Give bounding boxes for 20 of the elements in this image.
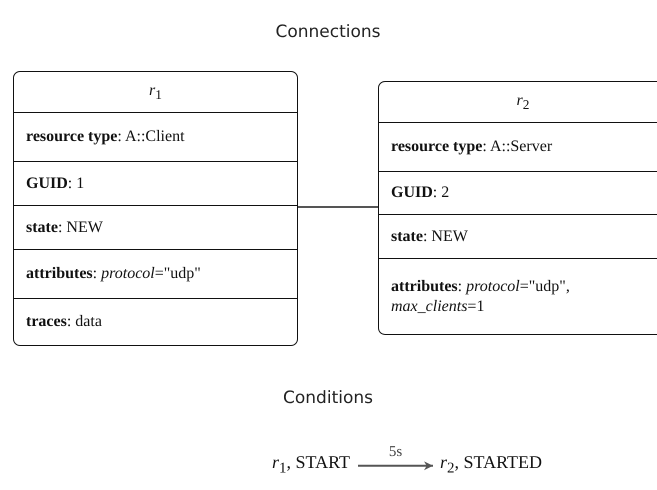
property-text: state: NEW <box>391 226 468 246</box>
property-text: traces: data <box>26 312 102 332</box>
resource-card <box>378 81 657 335</box>
property-text: resource type: A::Server <box>391 137 552 157</box>
property-text: state: NEW <box>26 218 103 238</box>
card-title: r$_{2}$ <box>516 90 530 114</box>
condition-text: r$_{1}$, START <box>272 452 350 478</box>
connector-line <box>298 206 378 208</box>
arrow <box>358 461 433 470</box>
property-text: attributes: protocol="udp" <box>26 264 201 284</box>
card-title: r$_{1}$ <box>149 80 162 104</box>
property-text: attributes: protocol="udp", max_clients=1 <box>391 277 571 316</box>
resource-card <box>13 71 298 346</box>
property-text: GUID: 1 <box>26 174 84 194</box>
property-text: resource type: A::Client <box>26 127 185 147</box>
condition-text: r$_{2}$, STARTED <box>440 452 542 478</box>
property-text: GUID: 2 <box>391 183 450 203</box>
section-heading: Conditions <box>283 388 373 408</box>
section-heading: Connections <box>275 22 381 42</box>
edge-label: 5s <box>388 444 402 461</box>
